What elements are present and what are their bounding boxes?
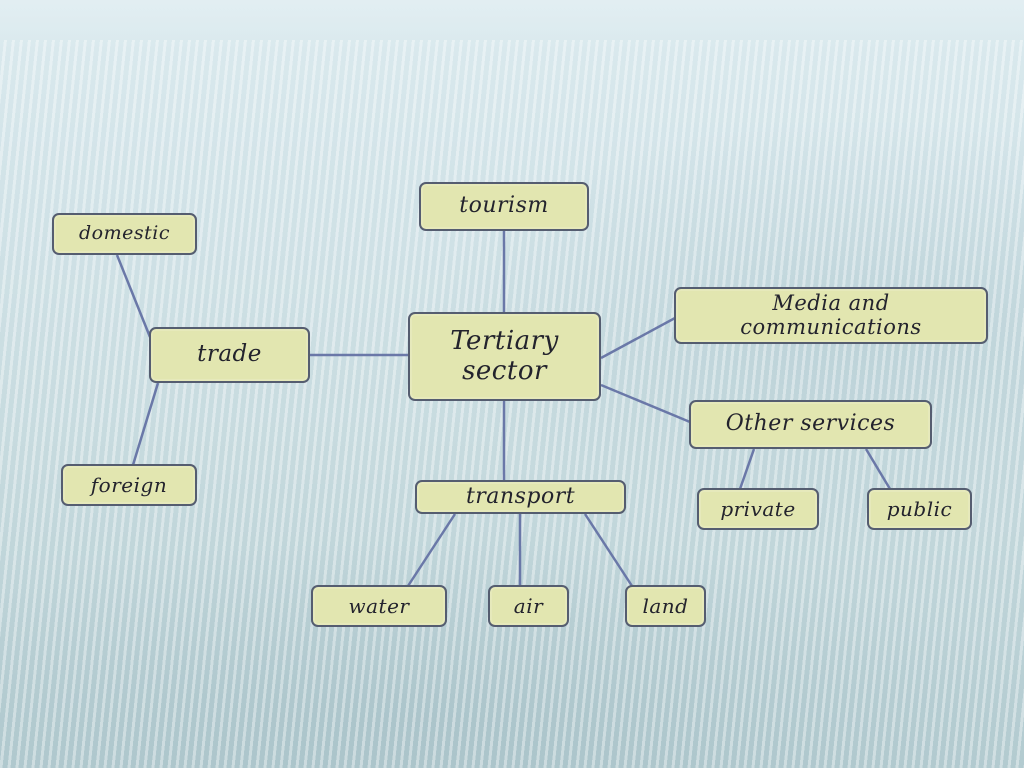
edge-foreign [131,382,160,466]
node-private: private [697,488,819,530]
node-tourism: tourism [419,182,589,231]
top-band [0,0,1024,48]
edge-land [583,513,634,587]
node-air: air [488,585,569,627]
node-tertiary-sector: Tertiary sector [408,312,601,401]
node-trade: trade [149,327,310,383]
node-other-services: Other services [689,400,932,449]
edge-media [600,316,676,360]
node-water: water [311,585,447,627]
edge-public [864,448,892,490]
node-land: land [625,585,706,627]
edge-domestic [115,254,152,338]
edge-other-services [600,383,691,424]
node-transport: transport [415,480,626,514]
node-foreign: foreign [61,464,197,506]
edge-water [406,513,457,587]
node-domestic: domestic [52,213,197,255]
node-public: public [867,488,972,530]
edge-private [738,448,756,490]
node-media-and-communications: Media and communications [674,287,988,344]
